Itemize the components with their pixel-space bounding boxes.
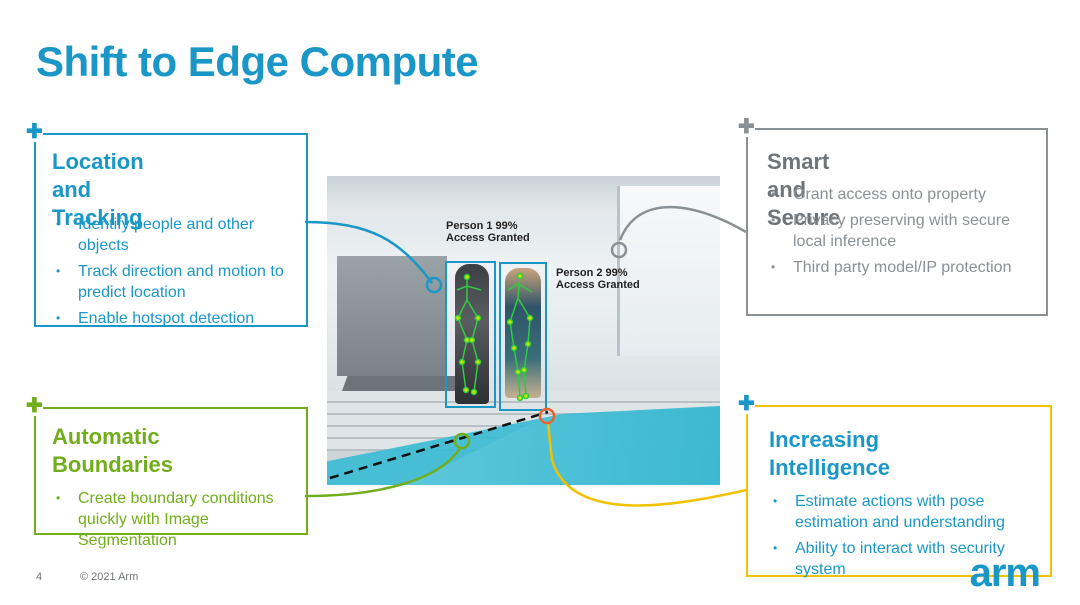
callout-list: Grant access onto property Privacy prese… <box>767 184 1037 283</box>
person-1-bounding-box <box>445 261 496 408</box>
plus-icon: ✚ <box>26 121 43 143</box>
list-item: Track direction and motion to predict lo… <box>52 261 302 303</box>
callout-title-line: Increasing <box>769 427 880 452</box>
person-1-label: Person 1 99% Access Granted <box>446 220 530 244</box>
slide-title: Shift to Edge Compute <box>36 38 479 85</box>
list-item: Grant access onto property <box>767 184 1037 205</box>
plus-icon: ✚ <box>738 116 755 138</box>
callout-list: Identify people and other objects Track … <box>52 214 302 334</box>
list-item: Third party model/IP protection <box>767 257 1037 278</box>
person-2-confidence: Person 2 99% <box>556 267 628 279</box>
person-2-bounding-box <box>499 262 547 411</box>
person-2-label: Person 2 99% Access Granted <box>556 267 640 291</box>
list-item: Identify people and other objects <box>52 214 302 256</box>
callout-title: Increasing Intelligence <box>769 426 890 482</box>
copyright-text: © 2021 Arm <box>80 571 139 583</box>
arm-logo: arm <box>969 551 1041 595</box>
person-1-status: Access Granted <box>446 232 530 244</box>
list-item: Privacy preserving with secure local inf… <box>767 210 1037 252</box>
list-item: Create boundary conditions quickly with … <box>52 488 282 551</box>
callout-title-line: Intelligence <box>769 455 891 480</box>
list-item: Estimate actions with pose estimation an… <box>769 491 1024 533</box>
plus-icon: ✚ <box>26 395 43 417</box>
plus-icon: ✚ <box>738 393 755 415</box>
callout-title-line: Automatic <box>52 424 160 449</box>
callout-list: Estimate actions with pose estimation an… <box>769 491 1024 585</box>
callout-list: Create boundary conditions quickly with … <box>52 488 282 556</box>
photo-doorway <box>337 256 447 376</box>
person-2-status: Access Granted <box>556 279 640 291</box>
callout-title-line: Boundaries <box>52 452 174 477</box>
list-item: Enable hotspot detection <box>52 308 302 329</box>
callout-title-line: Location and <box>52 149 144 202</box>
callout-frame <box>746 128 1048 316</box>
page-number: 4 <box>36 571 43 583</box>
person-1-confidence: Person 1 99% <box>446 220 518 232</box>
callout-title: Automatic Boundaries <box>52 423 173 479</box>
list-item: Ability to interact with security system <box>769 538 1024 580</box>
